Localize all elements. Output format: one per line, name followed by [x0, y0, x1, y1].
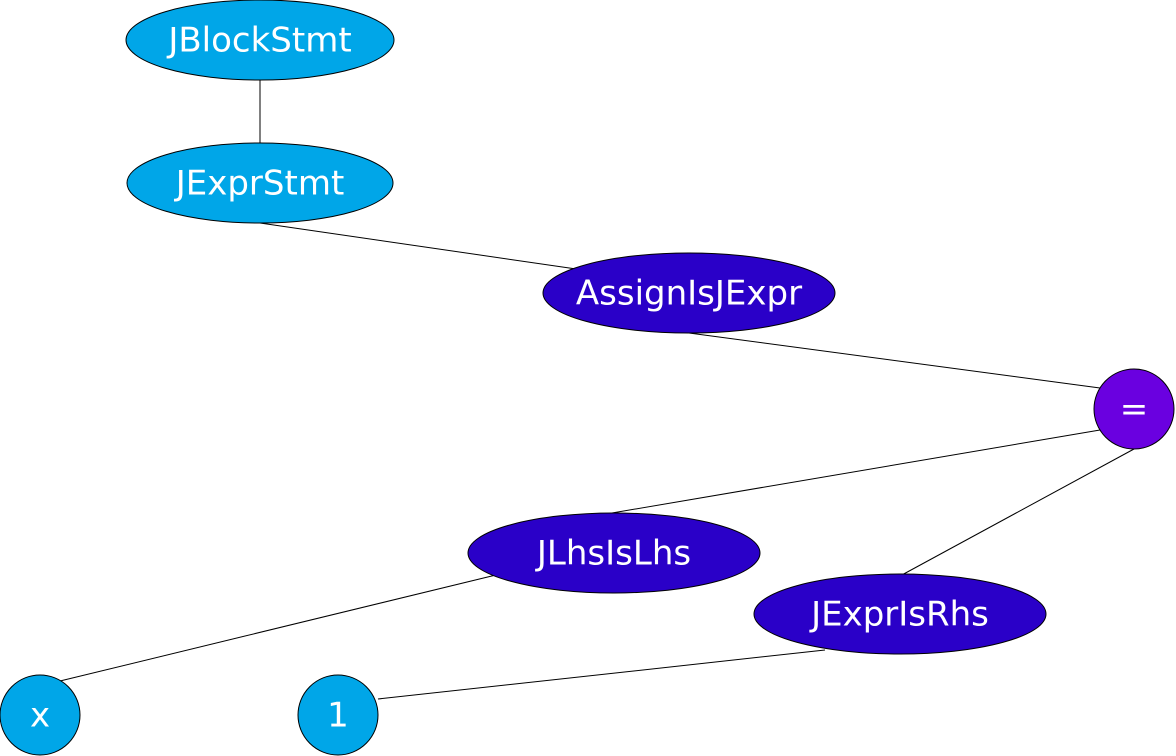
- node-n5: JLhsIsLhs: [467, 512, 761, 594]
- node-shape-n6: [753, 573, 1047, 655]
- node-label-n7: x: [30, 696, 50, 736]
- node-label-n1: JBlockStmt: [166, 21, 351, 61]
- node-label-n5: JLhsIsLhs: [535, 534, 691, 574]
- node-n8: 1: [297, 674, 379, 756]
- edge-n2-n3: [259, 222, 591, 272]
- edge-n4-n5: [611, 429, 1101, 514]
- node-n3: AssignIsJExpr: [542, 252, 836, 334]
- node-shape-n8: [297, 674, 379, 756]
- node-n6: JExprIsRhs: [753, 573, 1047, 655]
- edge-n4-n6: [899, 448, 1135, 577]
- node-label-n2: JExprStmt: [174, 164, 345, 204]
- node-label-n8: 1: [327, 696, 349, 736]
- node-shape-n4: [1093, 368, 1175, 450]
- edge-n3-n4: [688, 332, 1101, 389]
- node-shape-n1: [125, 0, 395, 81]
- edge-n6-n8: [377, 649, 826, 700]
- node-n1: JBlockStmt: [125, 0, 395, 81]
- node-shape-n3: [542, 252, 836, 334]
- node-n7: x: [0, 674, 81, 756]
- node-label-n6: JExprIsRhs: [809, 595, 989, 635]
- node-n2: JExprStmt: [126, 142, 394, 224]
- node-shape-n5: [467, 512, 761, 594]
- node-shape-n7: [0, 674, 81, 756]
- node-n4: =: [1093, 368, 1175, 450]
- edge-n5-n7: [59, 573, 501, 682]
- node-label-n4: =: [1120, 390, 1149, 430]
- edges-layer: [59, 80, 1135, 700]
- node-shape-n2: [126, 142, 394, 224]
- node-label-n3: AssignIsJExpr: [576, 274, 802, 314]
